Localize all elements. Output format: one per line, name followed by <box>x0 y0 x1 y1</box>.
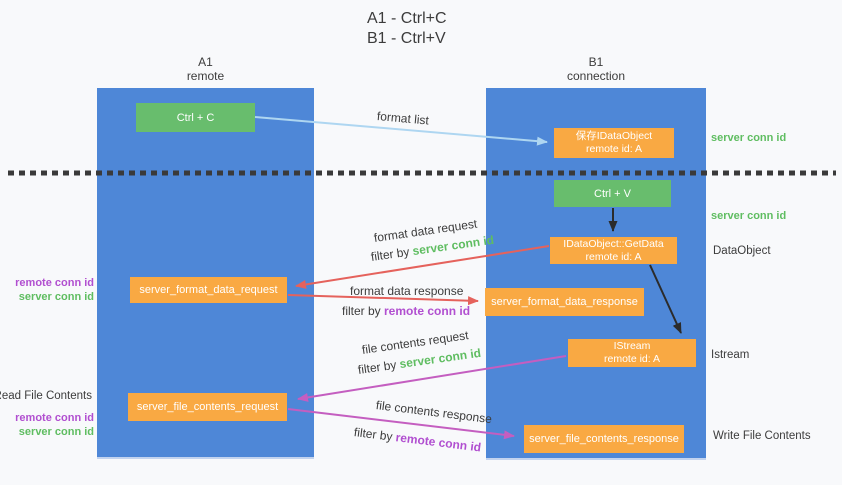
filter-by-text: filter by <box>357 357 401 377</box>
label-istream: Istream <box>711 349 750 361</box>
node-save-idataobject: 保存IDataObject remote id: A <box>554 128 674 158</box>
node-server-file-contents-response: server_file_contents_response <box>524 425 684 453</box>
label-format-list: format list <box>376 109 430 128</box>
label-remote-conn-id-left-bottom: remote conn id <box>15 412 94 424</box>
label-filter-file-response: filter by remote conn id <box>353 425 482 454</box>
column-a1-title: A1 <box>198 55 213 69</box>
node-server-format-data-request: server_format_data_request <box>130 277 287 303</box>
node-ctrl-c-label: Ctrl + C <box>176 111 215 124</box>
label-server-conn-id-left-top: server conn id <box>18 291 94 303</box>
label-format-data-response: format data response <box>350 284 464 298</box>
node-server-file-contents-response-label: server_file_contents_response <box>529 433 679 445</box>
label-write-file-contents: Write File Contents <box>713 430 811 442</box>
node-ctrl-c: Ctrl + C <box>136 103 255 132</box>
node-save-idataobject-line1: 保存IDataObject <box>575 130 653 142</box>
title-line-1: A1 - Ctrl+C <box>367 10 447 27</box>
node-server-format-data-request-label: server_format_data_request <box>139 284 278 296</box>
column-header-b1: B1 connection <box>486 55 706 83</box>
label-filter-format-response: filter by remote conn id <box>342 304 470 318</box>
node-istream: IStream remote id: A <box>568 339 696 367</box>
title-line-2: B1 - Ctrl+V <box>367 30 446 47</box>
column-b1-subtitle: connection <box>566 69 626 83</box>
label-read-file-contents: Read File Contents <box>0 390 92 402</box>
column-header-a1: A1 remote <box>97 55 314 83</box>
node-idataobject-getdata-line2: remote id: A <box>585 250 642 263</box>
label-file-contents-response: file contents response <box>375 398 493 427</box>
node-save-idataobject-line2: remote id: A <box>585 143 643 155</box>
node-server-format-data-response: server_format_data_response <box>485 288 644 316</box>
diagram-title: A1 - Ctrl+C B1 - Ctrl+V <box>367 9 447 49</box>
node-ctrl-v-label: Ctrl + V <box>594 187 631 200</box>
node-istream-line2: remote id: A <box>603 353 661 365</box>
node-server-format-data-response-label: server_format_data_response <box>491 296 638 308</box>
node-idataobject-getdata-line1: IDataObject::GetData <box>563 237 664 250</box>
label-server-conn-id-left-bottom: server conn id <box>18 426 94 438</box>
label-dataobject: DataObject <box>713 245 771 257</box>
node-ctrl-v: Ctrl + V <box>554 180 671 207</box>
node-idataobject-getdata: IDataObject::GetData remote id: A <box>550 237 677 264</box>
node-server-file-contents-request-label: server_file_contents_request <box>136 401 279 413</box>
column-b1-title: B1 <box>588 55 604 69</box>
filter-by-text: filter by <box>370 244 414 264</box>
filter-by-text: filter by <box>353 425 397 445</box>
node-istream-line1: IStream <box>613 340 651 352</box>
filter-key-remote-conn-id: remote conn id <box>384 304 471 318</box>
filter-by-text: filter by <box>342 304 385 318</box>
label-remote-conn-id-left-top: remote conn id <box>15 277 94 289</box>
label-server-conn-id-right-top: server conn id <box>711 132 787 144</box>
filter-key-remote-conn-id: remote conn id <box>394 430 482 455</box>
node-server-file-contents-request: server_file_contents_request <box>128 393 287 421</box>
column-a1-subtitle: remote <box>186 69 225 83</box>
label-server-conn-id-right-mid: server conn id <box>711 210 787 222</box>
